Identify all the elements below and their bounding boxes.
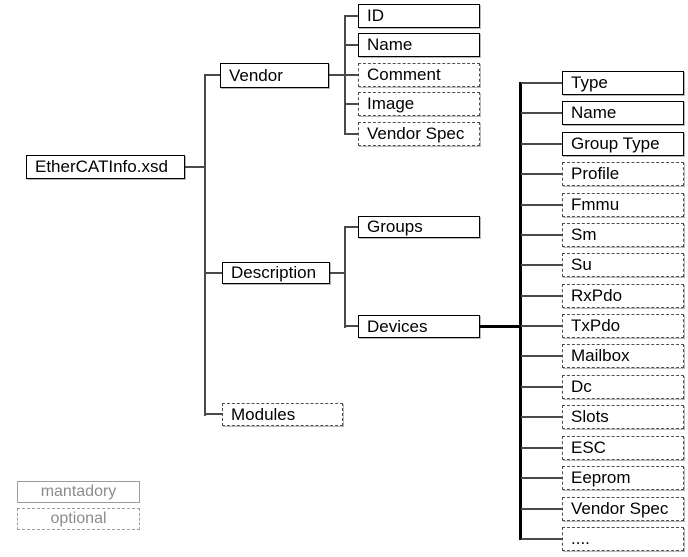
- connector-stub-devices: [344, 325, 358, 327]
- connector-stub-type: [521, 82, 562, 84]
- node-esc: ESC: [562, 436, 684, 460]
- node-su: Su: [562, 253, 684, 277]
- connector-stub-rxpdo: [521, 295, 562, 297]
- connector-stub-fmmu: [521, 204, 562, 206]
- connector-stub-vendor-spec: [344, 133, 358, 135]
- connector-description-to-bracket: [330, 272, 346, 274]
- node-image: Image: [358, 92, 480, 116]
- node-description: Description: [222, 262, 330, 284]
- connector-root-bracket-vertical: [204, 74, 206, 416]
- node-eeprom: Eeprom: [562, 466, 684, 490]
- connector-stub-mailbox: [521, 355, 562, 357]
- legend-optional: optional: [17, 508, 140, 530]
- connector-stub-txpdo: [521, 325, 562, 327]
- node-name2: Name: [562, 101, 684, 125]
- connector-stub-esc: [521, 447, 562, 449]
- connector-stub-name2: [521, 112, 562, 114]
- connector-stub-groups: [344, 226, 358, 228]
- connector-stub-modules: [204, 413, 222, 415]
- node-fmmu: Fmmu: [562, 193, 684, 217]
- connector-stub-description: [204, 272, 222, 274]
- node-name: Name: [358, 33, 480, 57]
- node-group-type: Group Type: [562, 132, 684, 156]
- connector-stub-dc: [521, 386, 562, 388]
- node-txpdo: TxPdo: [562, 314, 684, 338]
- connector-stub-slots: [521, 416, 562, 418]
- node-slots: Slots: [562, 405, 684, 429]
- connector-stub-vendor-spec2: [521, 508, 562, 510]
- node-vendor: Vendor: [220, 63, 329, 88]
- connector-stub-name: [344, 44, 358, 46]
- connector-stub-vendor: [204, 74, 220, 76]
- connector-stub-sm: [521, 234, 562, 236]
- connector-stub-dots: [521, 538, 562, 540]
- node-mailbox: Mailbox: [562, 344, 684, 368]
- connector-devices-spine-vertical: [519, 82, 522, 540]
- connector-description-bracket-vertical: [344, 226, 346, 328]
- node-modules: Modules: [222, 403, 343, 426]
- node-type: Type: [562, 71, 684, 95]
- connector-stub-image: [344, 103, 358, 105]
- connector-stub-eeprom: [521, 477, 562, 479]
- connector-stub-su: [521, 264, 562, 266]
- node-dc: Dc: [562, 375, 684, 399]
- connector-stub-group-type: [521, 143, 562, 145]
- node-ellipsis: ....: [562, 527, 684, 551]
- node-vendor-spec2: Vendor Spec: [562, 497, 684, 521]
- node-devices: Devices: [358, 315, 480, 338]
- node-groups: Groups: [358, 216, 480, 238]
- connector-vendor-to-bracket: [328, 74, 346, 76]
- connector-root-to-bracket: [184, 166, 206, 168]
- connector-stub-profile: [521, 173, 562, 175]
- node-sm: Sm: [562, 223, 684, 247]
- node-comment: Comment: [358, 63, 480, 87]
- connector-stub-id: [344, 15, 358, 17]
- node-id: ID: [358, 4, 480, 28]
- node-profile: Profile: [562, 162, 684, 186]
- connector-stub-comment: [344, 74, 358, 76]
- connector-devices-to-spine: [480, 325, 521, 328]
- node-ethercatinfo-xsd: EtherCATInfo.xsd: [26, 155, 185, 179]
- legend-mandatory: mantadory: [17, 481, 140, 503]
- node-rxpdo: RxPdo: [562, 284, 684, 308]
- node-vendor-spec: Vendor Spec: [358, 122, 480, 146]
